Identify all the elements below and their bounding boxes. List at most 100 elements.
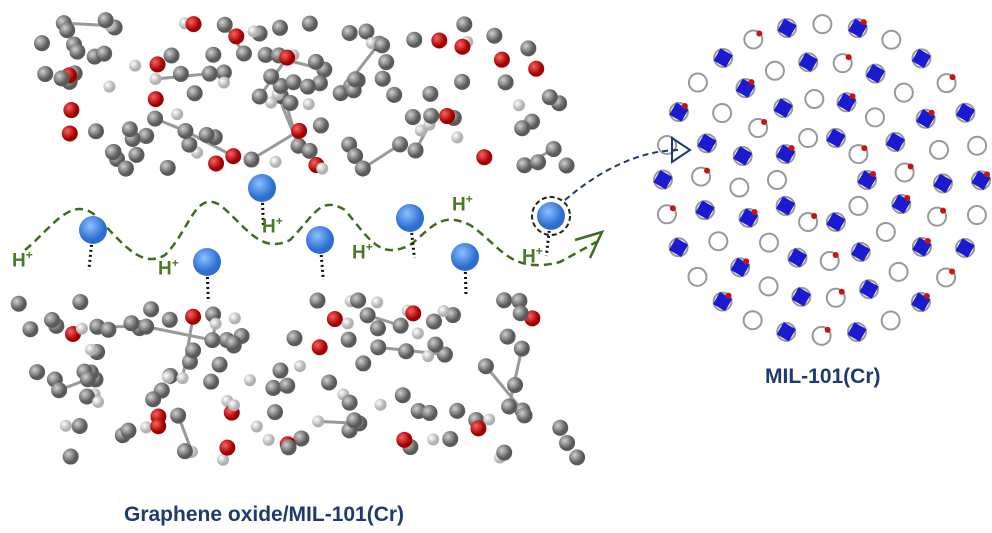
- hydrogen-atom: [250, 420, 263, 433]
- cr-cluster: [697, 133, 717, 153]
- carbon-atom: [569, 449, 586, 466]
- carbon-atom: [181, 136, 198, 153]
- linker-ring: [811, 325, 832, 346]
- hydrogen-atom: [247, 25, 260, 38]
- oxygen-atom: [311, 339, 328, 356]
- carbon-atom: [121, 121, 138, 138]
- oxygen-atom: [476, 149, 493, 166]
- carbon-atom: [423, 107, 440, 124]
- cr-cluster: [826, 128, 846, 148]
- carbon-atom: [530, 154, 547, 171]
- hydrogen-atom: [483, 413, 496, 426]
- hydrogen-atom: [217, 453, 230, 466]
- linker-ring: [888, 261, 909, 282]
- cr-cluster: [787, 248, 808, 268]
- hydrogen-atom: [218, 76, 231, 89]
- carbon-atom: [10, 295, 27, 312]
- linker-ring: [911, 48, 932, 69]
- carbon-atom: [301, 15, 318, 32]
- hydrogen-atom: [227, 399, 240, 412]
- carbon-atom: [143, 301, 160, 318]
- carbon-atom: [37, 65, 54, 82]
- oxygen-atom: [454, 38, 471, 55]
- carbon-atom: [267, 404, 284, 421]
- linker-ring: [694, 200, 715, 221]
- carbon-atom: [29, 364, 46, 381]
- oxygen-atom: [756, 30, 763, 37]
- hydrogen-atom: [209, 317, 222, 330]
- oxygen-atom: [528, 60, 545, 77]
- carbon-atom: [307, 53, 324, 70]
- linker-ring: [798, 128, 819, 149]
- hydrogen-atom: [149, 73, 162, 86]
- carbon-atom: [321, 374, 338, 391]
- linker-ring: [758, 232, 779, 253]
- carbon-atom: [301, 142, 318, 159]
- linker-ring: [668, 237, 689, 258]
- carbon-atom: [421, 404, 438, 421]
- carbon-atom: [272, 19, 289, 36]
- linker-ring: [927, 206, 948, 227]
- linker-ring: [857, 170, 877, 190]
- carbon-atom: [22, 321, 39, 338]
- hydrogen-atom: [129, 59, 142, 72]
- proton-sphere: [306, 226, 334, 254]
- cr-cluster: [955, 238, 975, 258]
- carbon-atom: [216, 16, 233, 33]
- carbon-atom: [186, 85, 203, 102]
- proton-sphere: [79, 216, 107, 244]
- carbon-atom: [185, 342, 202, 359]
- linker-ring: [970, 170, 991, 191]
- linker-ring: [967, 135, 988, 156]
- linker-ring: [936, 267, 957, 288]
- carbon-atom: [341, 394, 358, 411]
- carbon-atom: [374, 70, 391, 87]
- linker-ring: [691, 166, 712, 187]
- hydrogen-atom: [302, 98, 315, 111]
- hydrogen-atom: [84, 343, 97, 356]
- proton-sphere: [193, 248, 221, 276]
- oxygen-atom: [748, 79, 755, 86]
- carbon-atom: [198, 126, 215, 143]
- linker-ring: [848, 195, 869, 216]
- carbon-atom: [513, 340, 530, 357]
- linker-ring: [891, 194, 912, 215]
- carbon-atom: [406, 31, 423, 48]
- carbon-atom: [120, 422, 137, 439]
- hydrogen-atom: [103, 80, 116, 93]
- carbon-atom: [340, 331, 357, 348]
- hydrogen-atom: [265, 96, 278, 109]
- linker-ring: [847, 321, 868, 342]
- carbon-atom: [147, 110, 164, 127]
- carbon-atom: [243, 151, 260, 168]
- linker-ring: [804, 89, 825, 110]
- carbon-atom: [374, 37, 391, 54]
- oxygen-atom: [788, 145, 795, 152]
- carbon-atom: [398, 343, 415, 360]
- oxygen-atom: [824, 326, 831, 333]
- proton-label: H+: [158, 256, 179, 280]
- oxygen-atom: [725, 292, 732, 299]
- carbon-atom: [272, 362, 289, 379]
- oxygen-atom: [924, 237, 931, 244]
- carbon-atom: [486, 27, 503, 44]
- composite-caption: Graphene oxide/MIL-101(Cr): [124, 503, 405, 526]
- hydrogen-atom: [75, 322, 88, 335]
- carbon-atom: [263, 68, 280, 85]
- cr-cluster: [933, 173, 953, 193]
- linker-ring: [875, 221, 896, 242]
- carbon-atom: [355, 355, 372, 372]
- cr-cluster: [851, 242, 871, 262]
- linker-ring: [911, 236, 932, 257]
- carbon-atom: [215, 64, 232, 81]
- bond: [184, 129, 234, 158]
- oxygen-atom: [185, 16, 202, 33]
- cr-cluster: [826, 212, 846, 232]
- linker-ring: [787, 247, 808, 268]
- carbon-atom: [257, 46, 274, 63]
- carbon-atom: [514, 120, 531, 137]
- proton-sphere: [537, 202, 565, 230]
- carbon-atom: [346, 412, 363, 429]
- carbon-atom: [123, 315, 140, 332]
- oxygen-atom: [983, 171, 990, 178]
